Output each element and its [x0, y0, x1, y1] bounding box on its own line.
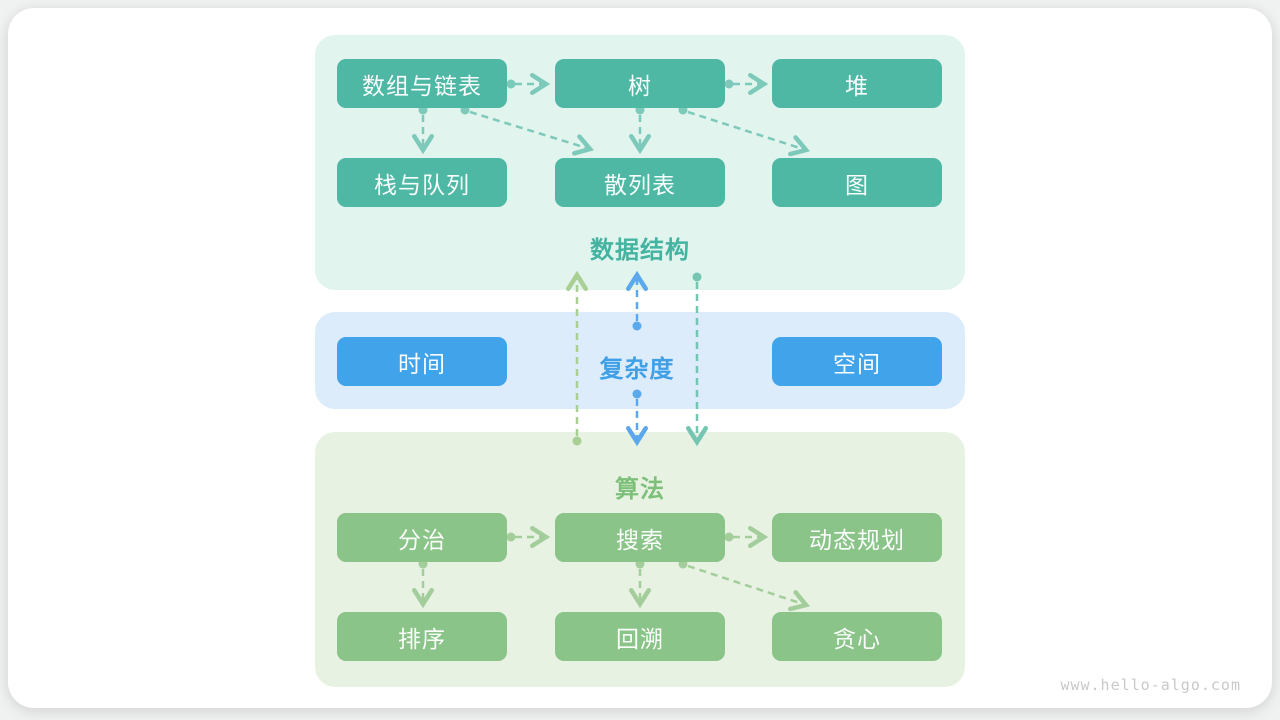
section-label-data-structures: 数据结构	[590, 237, 690, 264]
node-time: 时间	[337, 337, 507, 386]
node-divide-conquer: 分治	[337, 513, 507, 562]
node-backtracking: 回溯	[555, 612, 725, 661]
node-space: 空间	[772, 337, 942, 386]
section-label-complexity: 复杂度	[599, 356, 675, 383]
node-dynamic-programming: 动态规划	[772, 513, 942, 562]
node-heap: 堆	[772, 59, 942, 108]
node-search: 搜索	[555, 513, 725, 562]
node-hash-table: 散列表	[555, 158, 725, 207]
site-watermark: www.hello-algo.com	[1060, 676, 1241, 694]
node-arrays-linked-lists: 数组与链表	[337, 59, 507, 108]
node-graph: 图	[772, 158, 942, 207]
node-stack-queue: 栈与队列	[337, 158, 507, 207]
section-label-algorithms: 算法	[615, 476, 665, 503]
node-greedy: 贪心	[772, 612, 942, 661]
node-tree: 树	[555, 59, 725, 108]
node-sorting: 排序	[337, 612, 507, 661]
